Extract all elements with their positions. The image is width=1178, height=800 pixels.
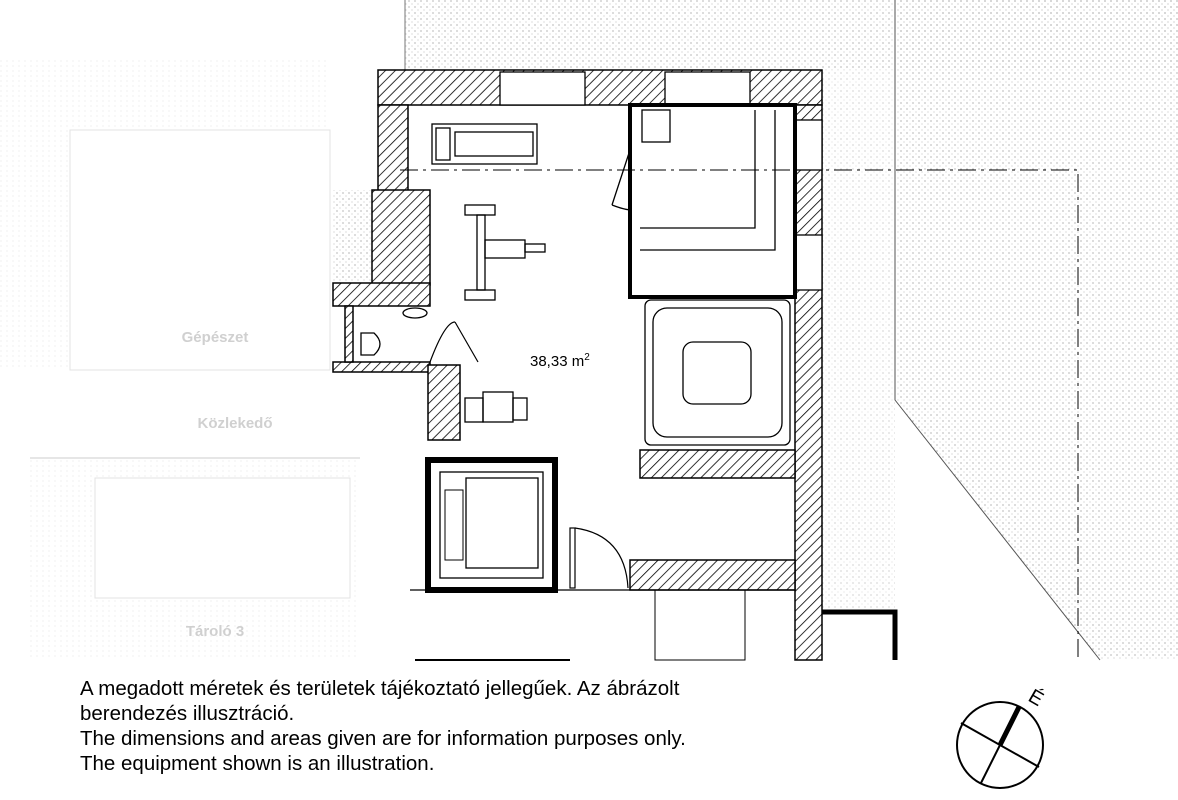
note-hu-line1: A megadott méretek és területek tájékozt…: [80, 677, 680, 700]
elevator: [425, 457, 558, 593]
windows: [499, 71, 823, 291]
treadmill: [431, 123, 538, 165]
door: [569, 527, 629, 589]
room-label-tarolo: Tároló 3: [186, 623, 244, 640]
sauna-room: [611, 103, 797, 299]
note-en-line2: The equipment shown is an illustration.: [80, 752, 435, 775]
weight-bench: [464, 204, 546, 301]
wc-door: [429, 321, 479, 363]
exercise-bike: [464, 391, 528, 423]
north-arrow-icon: [956, 701, 1044, 789]
room-label-gepeszet: Gépészet: [182, 329, 249, 346]
room-label-kozlekedo: Közlekedő: [197, 415, 272, 432]
disclaimer-note: A megadott méretek és területek tájékozt…: [80, 676, 686, 776]
note-en-line1: The dimensions and areas given are for i…: [80, 727, 686, 750]
note-hu-line2: berendezés illusztráció.: [80, 702, 295, 725]
faded-background-plan: [0, 60, 360, 660]
terrain-texture: [333, 0, 1178, 661]
toilet: [360, 307, 428, 356]
area-label: 38,33 m2: [530, 352, 590, 370]
section-line: [400, 169, 1079, 660]
hot-tub: [644, 299, 791, 446]
walls: [332, 69, 823, 661]
